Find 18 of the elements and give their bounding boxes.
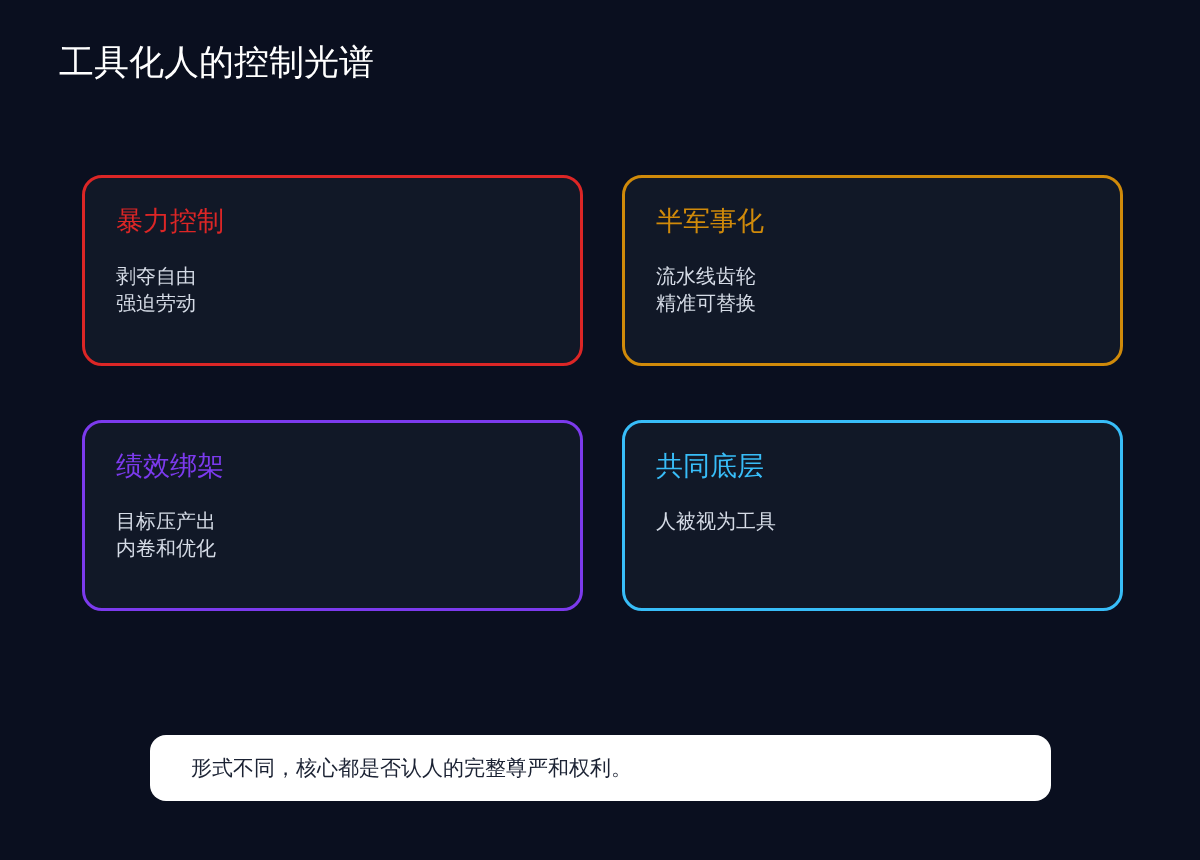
card-text: 剥夺自由 xyxy=(116,263,196,290)
card xyxy=(82,175,583,366)
title: 工具化人的控制光谱 xyxy=(59,41,374,84)
card xyxy=(82,420,583,611)
card-text: 流水线齿轮 xyxy=(656,263,756,290)
card-heading: 绩效绑架 xyxy=(116,449,224,483)
card-text: 目标压产出 xyxy=(116,508,216,535)
card-heading: 半军事化 xyxy=(656,204,764,238)
card-text: 精准可替换 xyxy=(656,290,756,317)
card xyxy=(622,175,1123,366)
card-text: 人被视为工具 xyxy=(656,508,776,535)
note-text: 形式不同，核心都是否认人的完整尊严和权利。 xyxy=(191,755,632,782)
card-text: 强迫劳动 xyxy=(116,290,196,317)
card-text: 内卷和优化 xyxy=(116,535,216,562)
note-box xyxy=(150,735,1051,801)
card xyxy=(622,420,1123,611)
card-heading: 共同底层 xyxy=(656,449,764,483)
card-heading: 暴力控制 xyxy=(116,204,224,238)
